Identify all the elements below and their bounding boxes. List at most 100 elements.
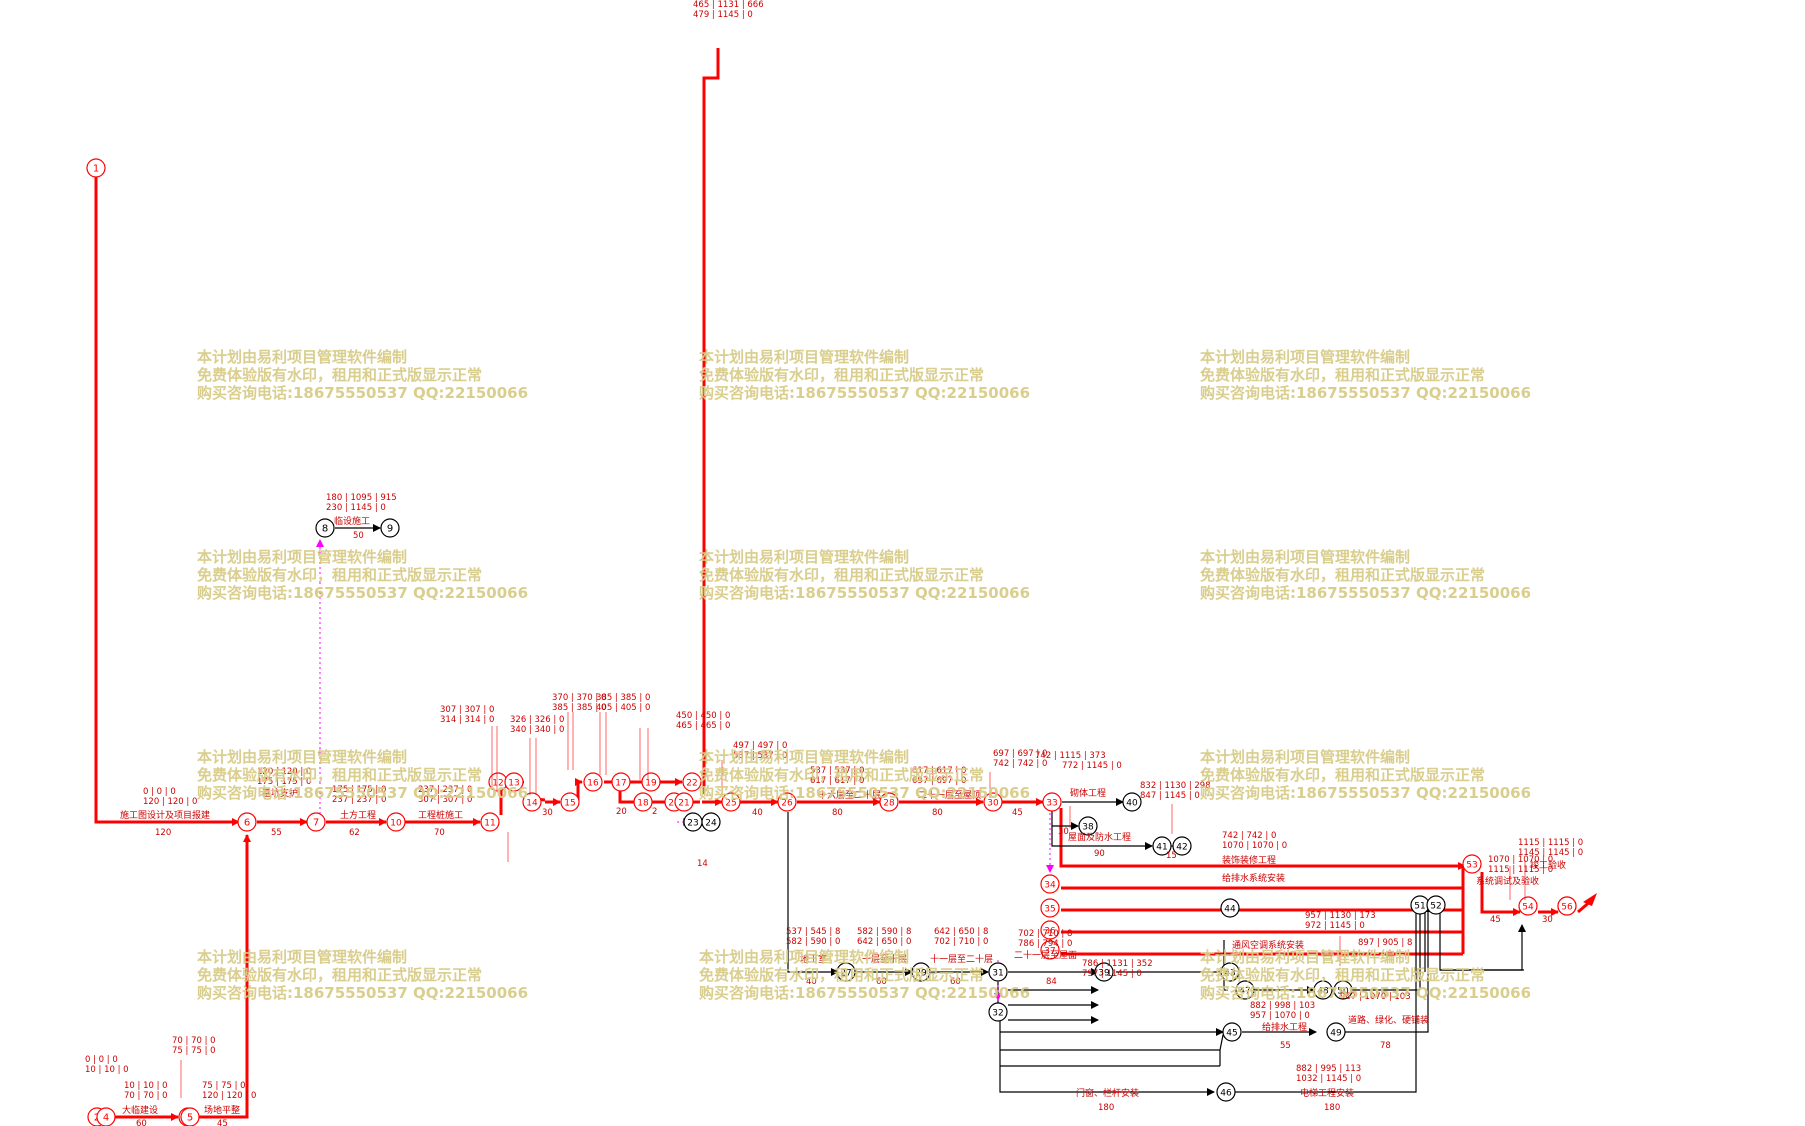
event-node-label: 15 [564, 799, 575, 809]
link-1-6 [94, 168, 240, 826]
event-node-5[interactable]: 5 [180, 1107, 200, 1126]
event-node-label: 33 [1046, 799, 1057, 809]
name-53-56: 系统调试及验收 [1476, 875, 1539, 887]
event-node-36[interactable]: 36 [1040, 920, 1060, 940]
event-node-42[interactable]: 42 [1172, 836, 1192, 856]
event-node-28[interactable]: 28 [879, 792, 899, 812]
event-node-53[interactable]: 53 [1462, 854, 1482, 874]
watermark: 本计划由易利项目管理软件编制免费体验版有水印，租用和正式版显示正常购买咨询电话:… [1200, 948, 1532, 1002]
link-vertical-44 [1223, 940, 1228, 991]
event-node-24[interactable]: 24 [701, 812, 721, 832]
times-47-bottom: 957 | 1070 | 0 [1250, 1011, 1310, 1021]
event-node-25[interactable]: 25 [721, 792, 741, 812]
event-node-33[interactable]: 33 [1042, 792, 1062, 812]
event-node-40[interactable]: 40 [1122, 792, 1142, 812]
event-node-27[interactable]: 27 [836, 962, 856, 982]
event-node-37[interactable]: 37 [1040, 940, 1060, 960]
times-26-27-bottom: 582 | 590 | 0 [786, 937, 840, 947]
event-node-48[interactable]: 48 [1313, 980, 1333, 1000]
event-node-45[interactable]: 45 [1222, 1022, 1242, 1042]
event-node-label: 53 [1466, 861, 1477, 871]
name-47: 给排水工程 [1262, 1021, 1307, 1033]
event-node-19[interactable]: 19 [641, 772, 661, 792]
event-node-17[interactable]: 17 [611, 772, 631, 792]
event-node-32[interactable]: 32 [988, 1002, 1008, 1022]
times-2-3-top: 10 | 10 | 0 [124, 1081, 168, 1091]
event-node-label: 46 [1220, 1089, 1232, 1099]
event-node-circle [1220, 962, 1240, 982]
event-node-circle [1216, 1082, 1236, 1102]
event-node-54[interactable]: 54 [1518, 896, 1538, 916]
dense-label-bars [180, 712, 1526, 1098]
event-node-8[interactable]: 8 [315, 518, 335, 538]
event-node-16[interactable]: 16 [583, 772, 603, 792]
event-node-circle [1326, 1022, 1346, 1042]
event-node-11[interactable]: 11 [480, 812, 500, 832]
event-node-circle [1172, 836, 1192, 856]
event-node-label: 50 [1337, 987, 1349, 997]
times-31-34-top: 702 | 710 | 8 [1018, 929, 1072, 939]
dur-29-31: 60 [950, 977, 961, 987]
event-node-52[interactable]: 52 [1426, 895, 1446, 915]
times-13-14-bottom: 340 | 340 | 0 [510, 725, 564, 735]
event-node-circle [1462, 854, 1482, 874]
event-node-43[interactable]: 43 [1220, 962, 1240, 982]
event-node-label: 51 [1414, 902, 1425, 912]
event-node-29[interactable]: 29 [911, 962, 931, 982]
event-node-56[interactable]: 56 [1557, 896, 1577, 916]
event-node-39[interactable]: 39 [1094, 962, 1114, 982]
name-1-6: 施工图设计及项目报建 [120, 809, 210, 821]
event-node-circle [777, 792, 797, 812]
watermark: 本计划由易利项目管理软件编制免费体验版有水印，租用和正式版显示正常购买咨询电话:… [699, 948, 1031, 1002]
event-node-44[interactable]: 44 [1220, 898, 1240, 918]
event-node-14[interactable]: 14 [522, 792, 542, 812]
event-node-46[interactable]: 46 [1216, 1082, 1236, 1102]
event-node-label: 26 [781, 799, 793, 809]
event-node-18[interactable]: 18 [633, 792, 653, 812]
name-10-11: 工程桩施工 [418, 809, 463, 821]
event-node-31[interactable]: 31 [988, 962, 1008, 982]
event-node-circle [1042, 792, 1062, 812]
event-node-47[interactable]: 47 [1235, 980, 1255, 1000]
event-node-15[interactable]: 15 [560, 792, 580, 812]
event-node-51[interactable]: 51 [1410, 895, 1430, 915]
dur-31-34: 84 [1046, 977, 1057, 987]
times-34-misc-top: 786 | 1131 | 352 [1082, 959, 1153, 969]
event-node-label: 6 [244, 818, 250, 829]
name-54-56: 竣工验收 [1530, 859, 1566, 871]
event-node-label: 20 [668, 799, 680, 809]
event-node-10[interactable]: 10 [386, 812, 406, 832]
duration-layer: 120 55 62 70 50 60 45 30 20 2 14 40 80 8… [136, 531, 1553, 1126]
event-node-13[interactable]: 13 [504, 772, 524, 792]
event-node-30[interactable]: 30 [983, 792, 1003, 812]
event-node-circle [180, 1107, 200, 1126]
event-node-49[interactable]: 49 [1326, 1022, 1346, 1042]
event-node-50[interactable]: 50 [1333, 980, 1353, 1000]
event-node-label: 27 [840, 969, 851, 979]
times-21-22-top: 450 | 450 | 0 [676, 711, 730, 721]
event-node-41[interactable]: 41 [1152, 836, 1172, 856]
event-node-6[interactable]: 6 [237, 812, 257, 832]
event-node-26[interactable]: 26 [777, 792, 797, 812]
event-node-23[interactable]: 23 [683, 812, 703, 832]
event-node-35[interactable]: 35 [1040, 898, 1060, 918]
dur-23-24: 14 [697, 859, 708, 869]
event-node-label: 7 [313, 818, 319, 829]
event-node-38[interactable]: 38 [1078, 816, 1098, 836]
event-node-circle [879, 792, 899, 812]
event-node-7[interactable]: 7 [306, 812, 326, 832]
event-node-label: 43 [1224, 969, 1235, 979]
times-53-56-top: 1070 | 1070 | 0 [1488, 855, 1553, 865]
event-node-label: 16 [587, 779, 599, 789]
event-node-22[interactable]: 22 [682, 772, 702, 792]
event-node-4[interactable]: 4 [96, 1107, 116, 1126]
event-node-circle [983, 792, 1003, 812]
event-node-9[interactable]: 9 [380, 518, 400, 538]
name-35: 给排水系统安装 [1222, 872, 1285, 884]
event-node-21[interactable]: 21 [674, 792, 694, 812]
event-node-label: 44 [1224, 905, 1236, 915]
event-node-1[interactable]: 1 [86, 158, 106, 178]
times-15-16-bottom: 385 | 385 | 0 [552, 703, 606, 713]
event-node-34[interactable]: 34 [1040, 874, 1060, 894]
dur-32-46: 180 [1098, 1103, 1114, 1113]
